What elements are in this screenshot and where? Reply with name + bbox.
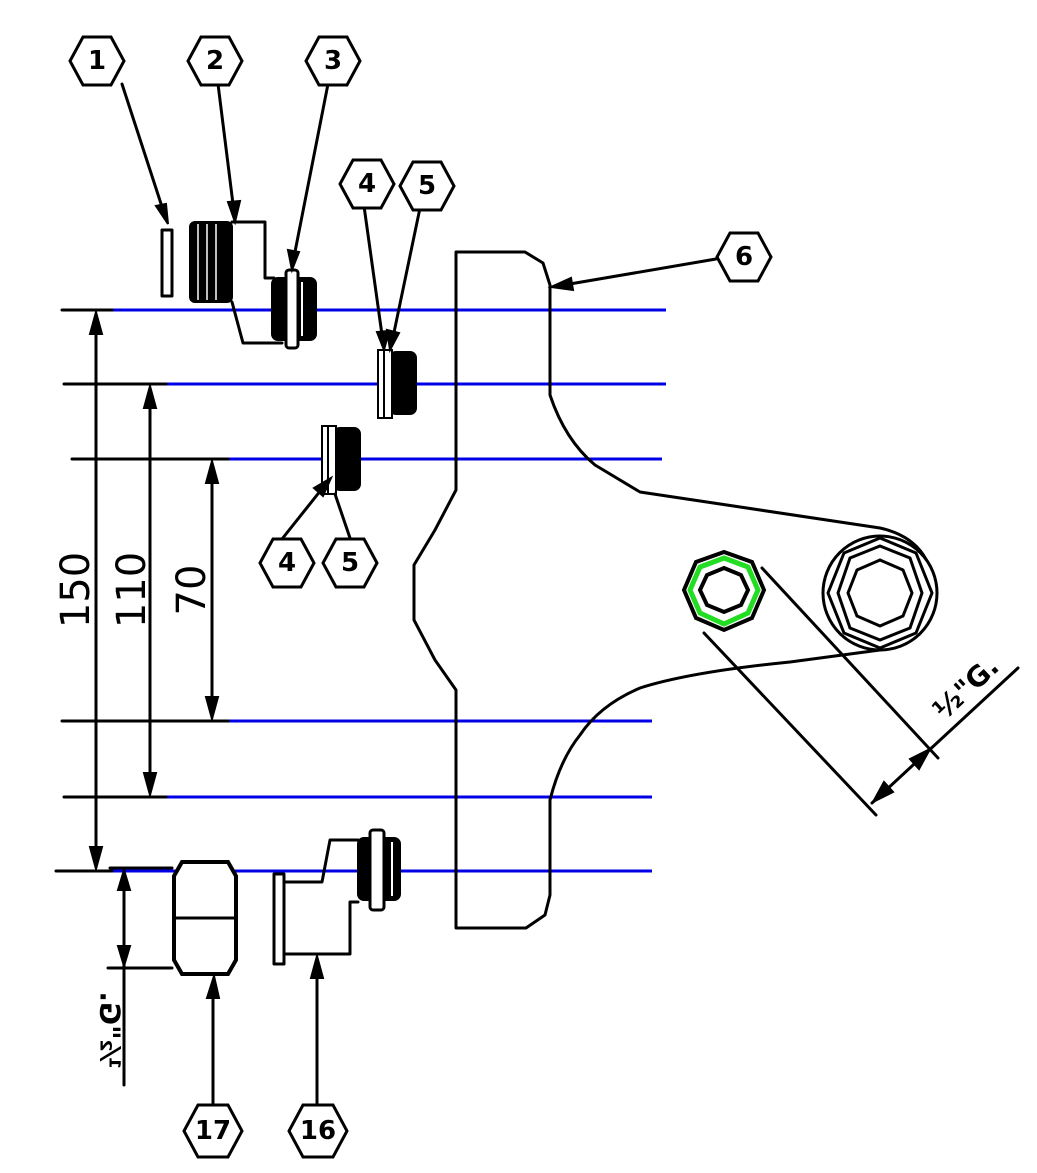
part-16-fitting xyxy=(272,828,401,966)
balloon-4b-text: 4 xyxy=(278,548,296,578)
balloon-5b: 5 xyxy=(321,537,379,589)
balloon-3-text: 3 xyxy=(324,46,342,76)
body-port-outer xyxy=(821,534,939,652)
balloon-5a-text: 5 xyxy=(418,171,436,201)
balloon-6-text: 6 xyxy=(735,242,753,272)
part-17-nipple xyxy=(172,860,238,976)
body-port-highlight xyxy=(681,549,767,633)
dimension-70: 70 xyxy=(169,457,220,723)
balloon-1-text: 1 xyxy=(88,46,106,76)
balloon-16-text: 16 xyxy=(300,1116,336,1146)
dimension-70-label: 70 xyxy=(169,565,215,616)
part-3-nut xyxy=(271,268,317,350)
balloon-17: 17 xyxy=(182,1103,244,1159)
dimension-150: 150 xyxy=(53,308,104,873)
leader-lines xyxy=(120,82,718,1105)
balloon-16: 16 xyxy=(287,1103,349,1159)
balloon-5b-text: 5 xyxy=(341,548,359,578)
balloon-4b: 4 xyxy=(258,537,316,589)
part-1-washer xyxy=(160,228,174,298)
balloon-3: 3 xyxy=(304,35,362,87)
part-4-5-upper xyxy=(377,349,417,419)
dimension-110: 110 xyxy=(109,382,158,799)
dimension-110-label: 110 xyxy=(109,552,155,628)
balloon-6: 6 xyxy=(715,231,773,283)
part-4-5-lower xyxy=(321,425,361,495)
part-2-fitting xyxy=(189,220,284,345)
balloon-2: 2 xyxy=(186,35,244,87)
balloon-2-text: 2 xyxy=(206,46,224,76)
balloon-1: 1 xyxy=(68,35,126,87)
dimension-thread-left: ½"G. xyxy=(94,866,174,1087)
dimension-150-label: 150 xyxy=(53,552,99,628)
part-6-body xyxy=(412,250,937,930)
balloon-4a-text: 4 xyxy=(358,169,376,199)
thread-left-label: ½"G. xyxy=(94,991,127,1068)
balloon-17-text: 17 xyxy=(195,1116,231,1146)
balloon-5a: 5 xyxy=(398,160,456,212)
balloon-4a: 4 xyxy=(338,158,396,210)
